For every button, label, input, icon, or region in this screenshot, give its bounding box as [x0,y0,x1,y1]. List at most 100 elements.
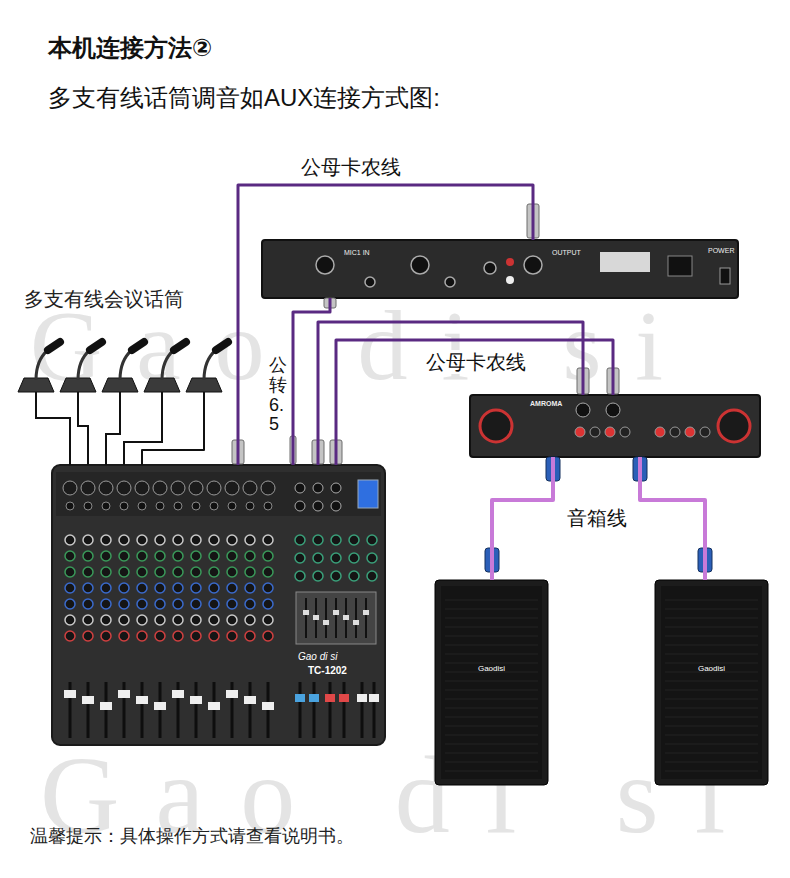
mixer-knob [155,551,165,561]
mixer-knob [173,567,183,577]
grille-line [445,627,538,628]
grille-line [665,690,758,691]
cable [492,457,553,580]
grille-line [665,717,758,718]
mixer-knob [227,631,237,641]
power-socket [668,256,692,276]
grille-line [665,744,758,745]
mixer-knob [155,567,165,577]
mixer-knob [209,551,219,561]
jack-input [174,502,182,510]
caption: 温馨提示：具体操作方式请查看说明书。 [30,826,354,848]
mixer-knob [119,631,129,641]
amplifier-fan [480,410,512,442]
binding-post [620,427,630,437]
xlr-input [576,403,590,417]
cable [238,185,533,465]
device-label: Gaodisi [655,664,768,674]
mixer-knob [191,583,201,593]
grille-line [665,654,758,655]
mixer-knob [227,551,237,561]
mixer-knob [119,551,129,561]
processor-warning-plate [600,252,650,272]
device-label: Gaodisi [435,664,548,674]
grille-line [445,726,538,727]
mixer-knob [137,631,147,641]
microphone-base [144,378,180,392]
fader-cap [309,694,319,702]
grille-line [445,771,538,772]
grille-line [665,645,758,646]
microphone-wire [36,392,70,465]
mixer-knob [263,535,273,545]
output-socket [295,501,305,511]
mixer-knob [331,553,341,563]
mixer-knob [101,599,111,609]
eq-slider-track [325,598,327,638]
mixer-knob [137,535,147,545]
mixer-knob [245,631,255,641]
mixer-knob [83,567,93,577]
cable-label: 公母卡农线 [425,350,527,374]
jack-input [102,502,110,510]
fader-cap [226,690,238,698]
speaker: Gaodisi [655,580,768,785]
mixer-knob [331,571,341,581]
mixer-knob [137,599,147,609]
mixer-knob [313,553,323,563]
speaker-grille [441,586,542,779]
grille-line [665,681,758,682]
mixer-knob [263,551,273,561]
grille-line [445,636,538,637]
mixer-knob [155,631,165,641]
device-label: Gao di si [298,651,337,663]
fader-track [87,682,90,738]
mixer-knob [227,615,237,625]
eq-slider-cap [323,620,329,625]
grille-line [445,618,538,619]
grille-line [445,753,538,754]
mixer-knob [209,631,219,641]
mixer-knob [263,615,273,625]
grille-line [665,771,758,772]
fader-cap [262,702,274,710]
speaker-cabinet [655,580,768,785]
mixer-display [358,480,378,508]
grille-line [665,600,758,601]
output-socket [313,483,323,493]
fader-track [373,682,376,738]
cable [640,457,705,580]
xlr-input [243,481,257,495]
fader-cap [339,694,349,702]
mixer-knob [227,535,237,545]
cable-label: 公转6.5 [268,356,288,435]
mixer-knob [65,631,75,641]
binding-post [655,427,665,437]
eq-slider-cap [313,615,319,620]
eq-slider-cap [303,610,309,615]
fader-cap [136,696,148,704]
device-label: TC-1202 [308,665,347,677]
mixer-knob [227,567,237,577]
mixer-knob [209,535,219,545]
xlr-input [189,481,203,495]
output-socket [313,501,323,511]
binding-post [700,427,710,437]
mixer-knob [83,631,93,641]
grille-line [445,717,538,718]
grille-line [445,654,538,655]
microphone-head [90,342,102,350]
mixer-knob [83,551,93,561]
xlr-input [153,481,167,495]
cable [336,340,613,465]
mixer-knob [155,615,165,625]
watermark: Gao di si [40,740,761,850]
microphone-gooseneck [120,350,132,380]
jack-input [264,502,272,510]
jack-input [120,502,128,510]
mixer-knob [137,615,147,625]
mixer: Gao di si TC-1202 [52,465,385,745]
grille-line [445,762,538,763]
mixer-knob [191,535,201,545]
mixer-knob [349,571,359,581]
